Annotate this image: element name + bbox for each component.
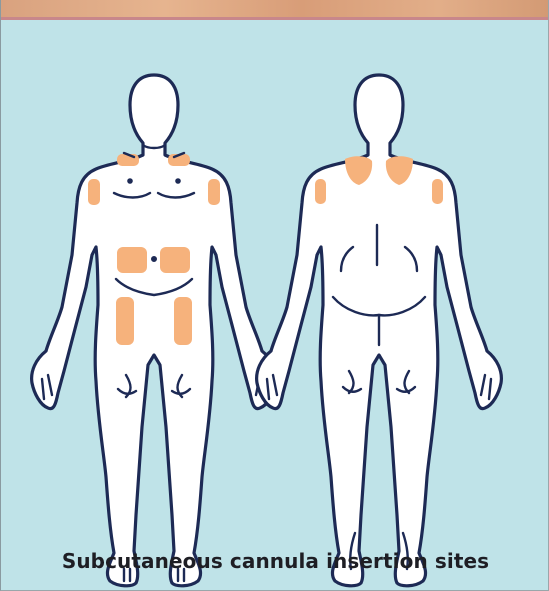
front-site-abdomen-left xyxy=(117,247,147,273)
front-body-outline xyxy=(32,75,277,586)
front-site-thigh-right xyxy=(174,297,192,345)
back-site-arm-left xyxy=(315,179,326,204)
back-body-figure xyxy=(257,75,502,586)
front-site-abdomen-right xyxy=(160,247,190,273)
front-body-figure xyxy=(32,75,277,586)
front-site-arm-left xyxy=(88,179,100,205)
front-site-thigh-left xyxy=(116,297,134,345)
front-site-arm-right xyxy=(208,179,220,205)
back-site-arm-right xyxy=(432,179,443,204)
diagram-caption: Subcutaneous cannula insertion sites xyxy=(1,549,549,573)
